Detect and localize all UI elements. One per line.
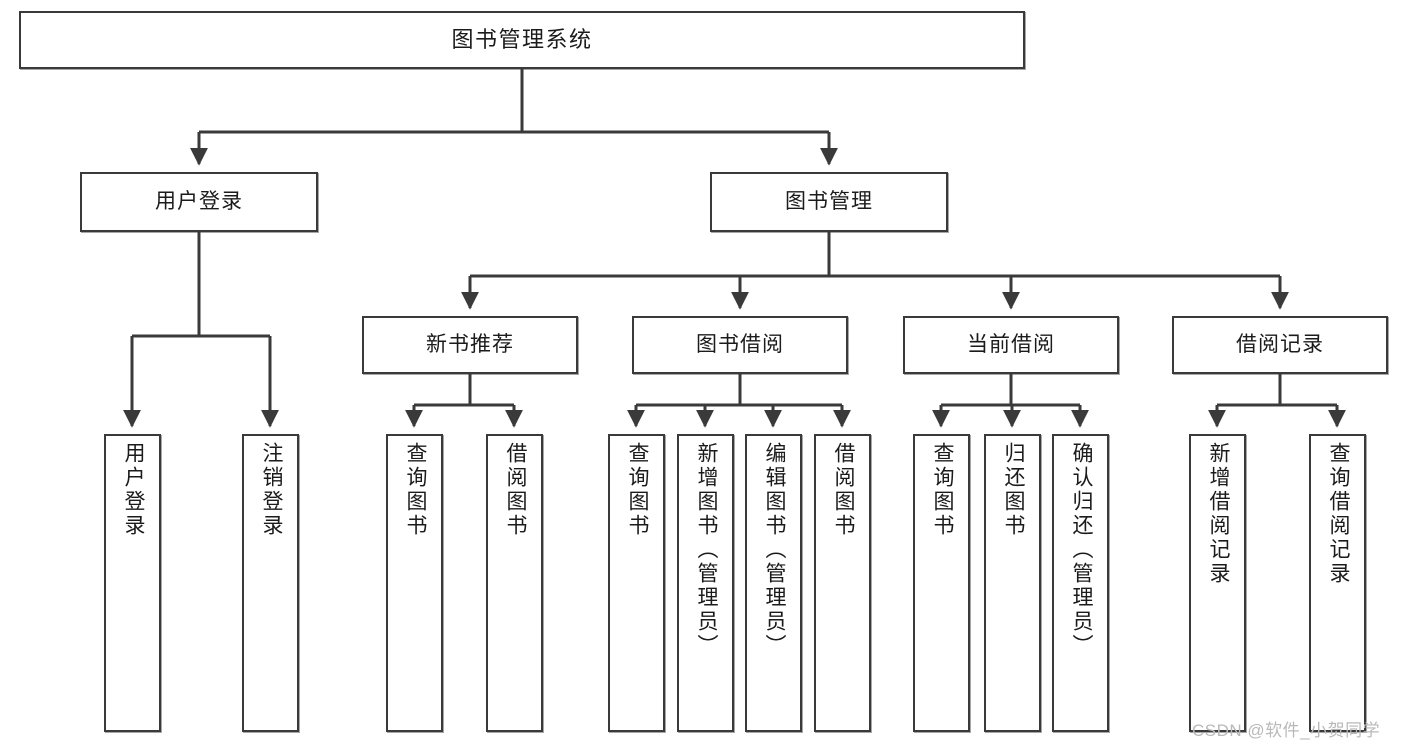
leaf-confirm-return-label: 确认归还（管理员） — [1069, 442, 1093, 658]
node-root[interactable]: 图书管理系统 — [19, 11, 1025, 69]
node-root-label: 图书管理系统 — [451, 26, 593, 52]
leaf-query-record[interactable]: 查询借阅记录 — [1309, 434, 1366, 732]
leaf-add-record[interactable]: 新增借阅记录 — [1189, 434, 1246, 732]
leaf-logout[interactable]: 注销登录 — [242, 434, 299, 732]
leaf-add-book[interactable]: 新增图书（管理员） — [677, 434, 734, 732]
node-user-login-label: 用户登录 — [155, 190, 243, 214]
leaf-edit-book-label: 编辑图书（管理员） — [762, 442, 786, 658]
leaf-add-record-label: 新增借阅记录 — [1206, 442, 1230, 586]
leaf-query-book-cb[interactable]: 查询图书 — [913, 434, 970, 732]
leaf-borrow-book-rec-label: 借阅图书 — [503, 442, 527, 538]
node-current-borrow[interactable]: 当前借阅 — [903, 316, 1119, 374]
node-book-manage[interactable]: 图书管理 — [710, 172, 948, 232]
leaf-query-book-rec-label: 查询图书 — [403, 442, 427, 538]
node-book-manage-label: 图书管理 — [785, 190, 873, 214]
leaf-query-book-br-label: 查询图书 — [625, 442, 649, 538]
node-new-book-rec[interactable]: 新书推荐 — [362, 316, 578, 374]
leaf-query-book-rec[interactable]: 查询图书 — [386, 434, 443, 732]
node-borrow-record-label: 借阅记录 — [1236, 333, 1324, 357]
node-book-borrow-label: 图书借阅 — [696, 333, 784, 357]
csdn-watermark: CSDN @软件_小贺同学 — [1192, 721, 1381, 740]
node-book-borrow[interactable]: 图书借阅 — [632, 316, 848, 374]
leaf-add-book-label: 新增图书（管理员） — [694, 442, 718, 658]
node-borrow-record[interactable]: 借阅记录 — [1172, 316, 1388, 374]
leaf-query-book-cb-label: 查询图书 — [930, 442, 954, 538]
leaf-borrow-book-br[interactable]: 借阅图书 — [814, 434, 871, 732]
leaf-query-record-label: 查询借阅记录 — [1326, 442, 1350, 586]
node-user-login[interactable]: 用户登录 — [80, 172, 318, 232]
leaf-borrow-book-br-label: 借阅图书 — [831, 442, 855, 538]
leaf-confirm-return[interactable]: 确认归还（管理员） — [1052, 434, 1109, 732]
leaf-logout-label: 注销登录 — [259, 442, 283, 538]
node-current-borrow-label: 当前借阅 — [967, 333, 1055, 357]
node-new-book-rec-label: 新书推荐 — [426, 333, 514, 357]
leaf-edit-book[interactable]: 编辑图书（管理员） — [745, 434, 802, 732]
leaf-user-login[interactable]: 用户登录 — [104, 434, 161, 732]
leaf-return-book[interactable]: 归还图书 — [984, 434, 1041, 732]
leaf-borrow-book-rec[interactable]: 借阅图书 — [486, 434, 543, 732]
leaf-return-book-label: 归还图书 — [1001, 442, 1025, 538]
leaf-user-login-label: 用户登录 — [121, 442, 145, 538]
leaf-query-book-br[interactable]: 查询图书 — [608, 434, 665, 732]
